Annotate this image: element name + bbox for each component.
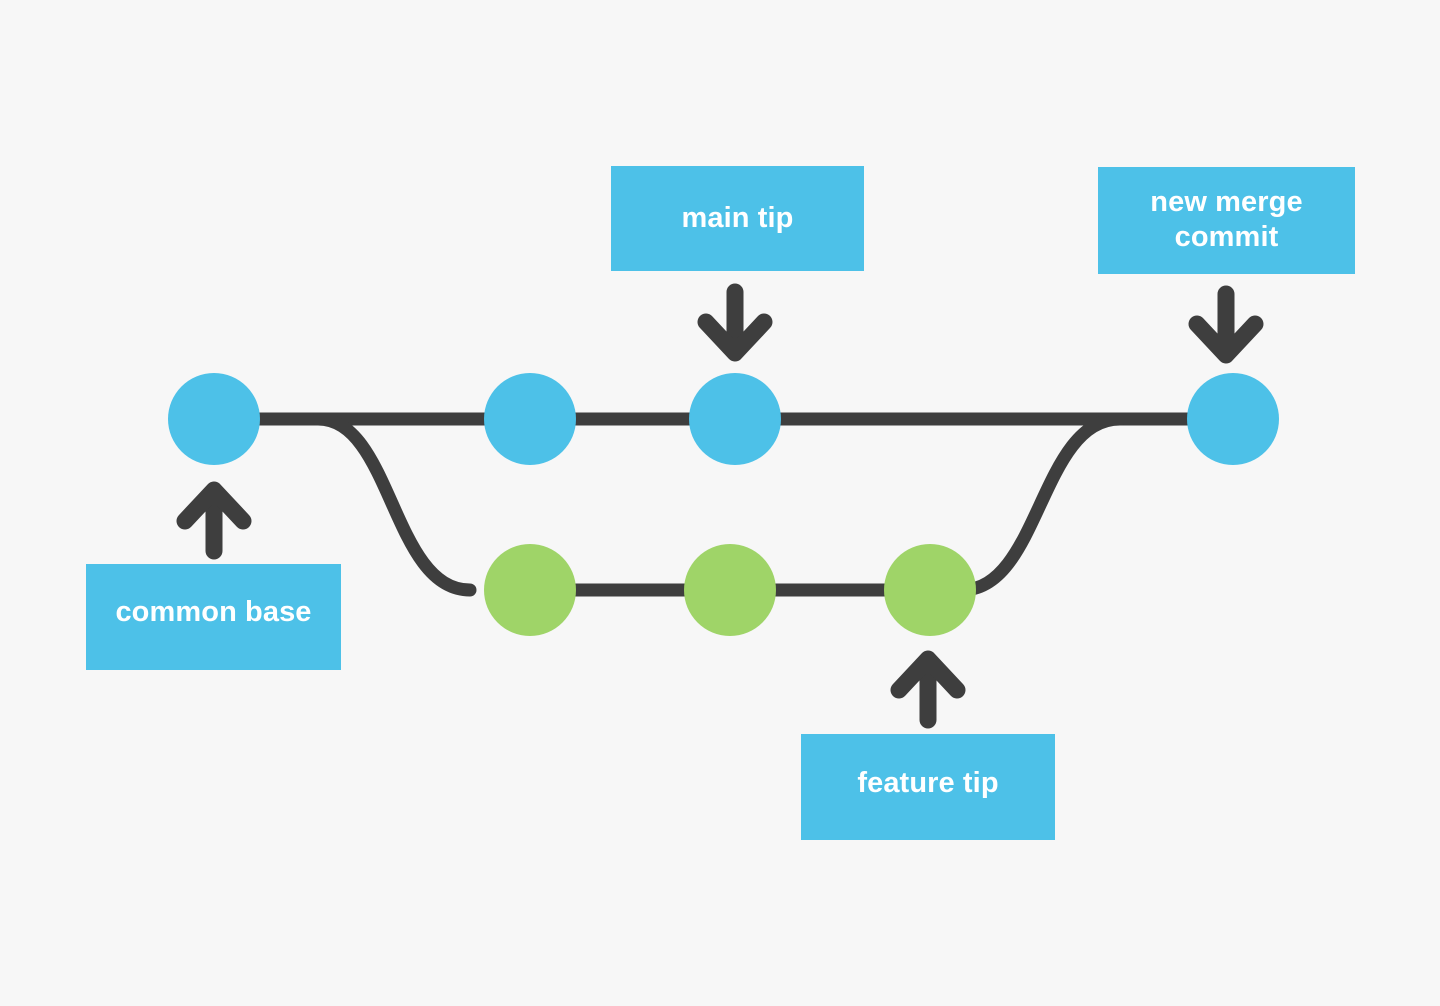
arrow-down-icon-new-merge-commit <box>1188 285 1264 364</box>
commit-node-main-c1[interactable] <box>484 373 576 465</box>
label-line-1: new merge <box>1150 186 1303 219</box>
commit-node-feat-c1[interactable] <box>484 544 576 636</box>
commit-node-main-c3[interactable] <box>1187 373 1279 465</box>
label-text-feature-tip: feature tip <box>857 766 999 799</box>
label-box-main-tip[interactable]: main tip <box>611 166 864 271</box>
arrow-up-icon-feature-tip <box>890 650 966 729</box>
label-text-new-merge-commit: new merge commit <box>1098 185 1355 253</box>
label-line-2: commit <box>1174 220 1279 253</box>
label-box-new-merge-commit[interactable]: new merge commit <box>1098 167 1355 274</box>
arrow-down-icon-main-tip <box>697 283 773 362</box>
edge-branch-merge <box>955 412 1127 597</box>
edge-branch-fork <box>311 412 477 597</box>
label-text-main-tip: main tip <box>681 202 794 235</box>
label-box-feature-tip[interactable]: feature tip <box>801 734 1055 840</box>
commit-node-main-c0[interactable] <box>168 373 260 465</box>
feature-branch-nodes <box>484 544 976 636</box>
label-box-common-base[interactable]: common base <box>86 564 341 670</box>
label-text-common-base: common base <box>115 595 312 628</box>
arrow-up-icon-common-base <box>176 481 252 560</box>
pointer-arrow-group <box>176 283 1264 729</box>
commit-node-feat-c2[interactable] <box>684 544 776 636</box>
commit-node-main-c2[interactable] <box>689 373 781 465</box>
commit-node-feat-c3[interactable] <box>884 544 976 636</box>
main-branch-nodes <box>168 373 1279 465</box>
